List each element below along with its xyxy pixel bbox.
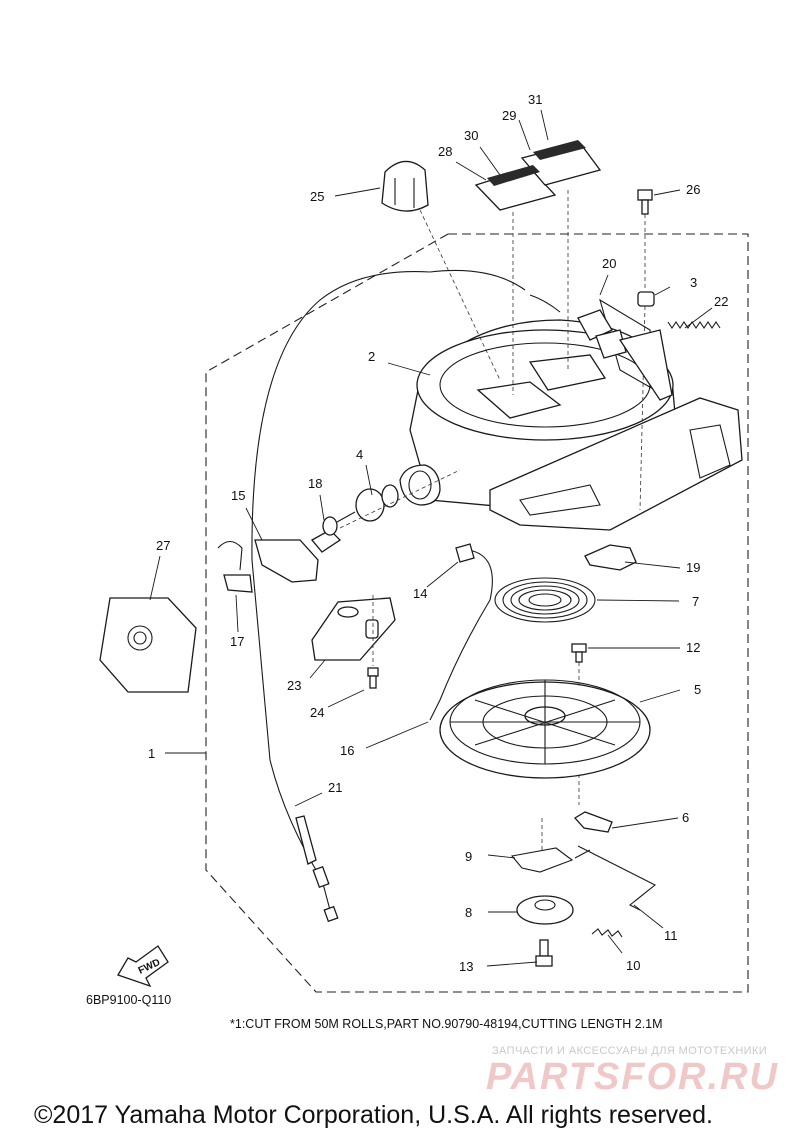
callout-26: 26 xyxy=(686,182,700,197)
callout-10: 10 xyxy=(626,958,640,973)
callout-19: 19 xyxy=(686,560,700,575)
callout-22: 22 xyxy=(714,294,728,309)
callout-27: 27 xyxy=(156,538,170,553)
spiral-spring xyxy=(494,577,596,623)
cable-bracket xyxy=(217,529,342,593)
return-link xyxy=(577,845,657,911)
sheave-drum xyxy=(439,679,651,779)
callout-11: 11 xyxy=(664,928,678,943)
callout-6: 6 xyxy=(682,810,689,825)
callout-17: 17 xyxy=(230,634,244,649)
callout-3: 3 xyxy=(690,275,697,290)
watermark-logo: PARTSFOR.RU xyxy=(486,1056,779,1098)
callout-5: 5 xyxy=(694,682,701,697)
callout-16: 16 xyxy=(340,743,354,758)
lock-lever xyxy=(577,309,673,401)
watermark-caption: ЗАПЧАСТИ И АКСЕССУАРЫ ДЛЯ МОТОТЕХНИКИ xyxy=(492,1045,768,1057)
callout-28: 28 xyxy=(438,144,452,159)
center-bolt xyxy=(535,939,553,967)
rubber-cap xyxy=(381,160,501,381)
cable-clamp xyxy=(455,543,475,563)
callout-29: 29 xyxy=(502,108,516,123)
friction-plate xyxy=(516,895,574,925)
mount-bracket xyxy=(311,595,396,689)
fwd-arrow-icon: FWD xyxy=(117,945,169,988)
tension-spring xyxy=(667,321,721,329)
callout-25: 25 xyxy=(310,189,324,204)
callout-14: 14 xyxy=(413,586,427,601)
callout-12: 12 xyxy=(686,640,700,655)
catalog-code: 6BP9100-Q110 xyxy=(86,993,172,1007)
pawl-spring xyxy=(591,928,623,938)
housing-labels xyxy=(474,140,607,419)
callout-23: 23 xyxy=(287,678,301,693)
callout-21: 21 xyxy=(328,780,342,795)
callout-30: 30 xyxy=(464,128,478,143)
starter-housing xyxy=(399,298,743,531)
cable xyxy=(251,269,561,923)
callout-7: 7 xyxy=(692,594,699,609)
callout-9: 9 xyxy=(465,849,472,864)
leader-lines xyxy=(149,109,713,967)
footnote: *1:CUT FROM 50M ROLLS,PART NO.90790-4819… xyxy=(230,1017,663,1031)
cover-plate xyxy=(99,597,197,693)
callout-numbers: 1 2 3 4 5 6 7 8 9 10 11 12 13 14 15 16 1… xyxy=(148,92,728,974)
assembly-boundary xyxy=(205,233,749,993)
friction-clip xyxy=(510,847,591,873)
drive-pawl xyxy=(573,811,613,833)
callout-2: 2 xyxy=(368,349,375,364)
callout-1: 1 xyxy=(148,746,155,761)
copyright: ©2017 Yamaha Motor Corporation, U.S.A. A… xyxy=(34,1101,713,1129)
callout-4: 4 xyxy=(356,447,363,462)
cable-adjuster xyxy=(322,469,461,536)
callout-20: 20 xyxy=(602,256,616,271)
callout-8: 8 xyxy=(465,905,472,920)
callout-24: 24 xyxy=(310,705,324,720)
callout-18: 18 xyxy=(308,476,322,491)
callout-13: 13 xyxy=(459,959,473,974)
bolt-and-collar xyxy=(637,189,655,511)
callout-31: 31 xyxy=(528,92,542,107)
ratchet xyxy=(584,544,637,571)
callout-15: 15 xyxy=(231,488,245,503)
